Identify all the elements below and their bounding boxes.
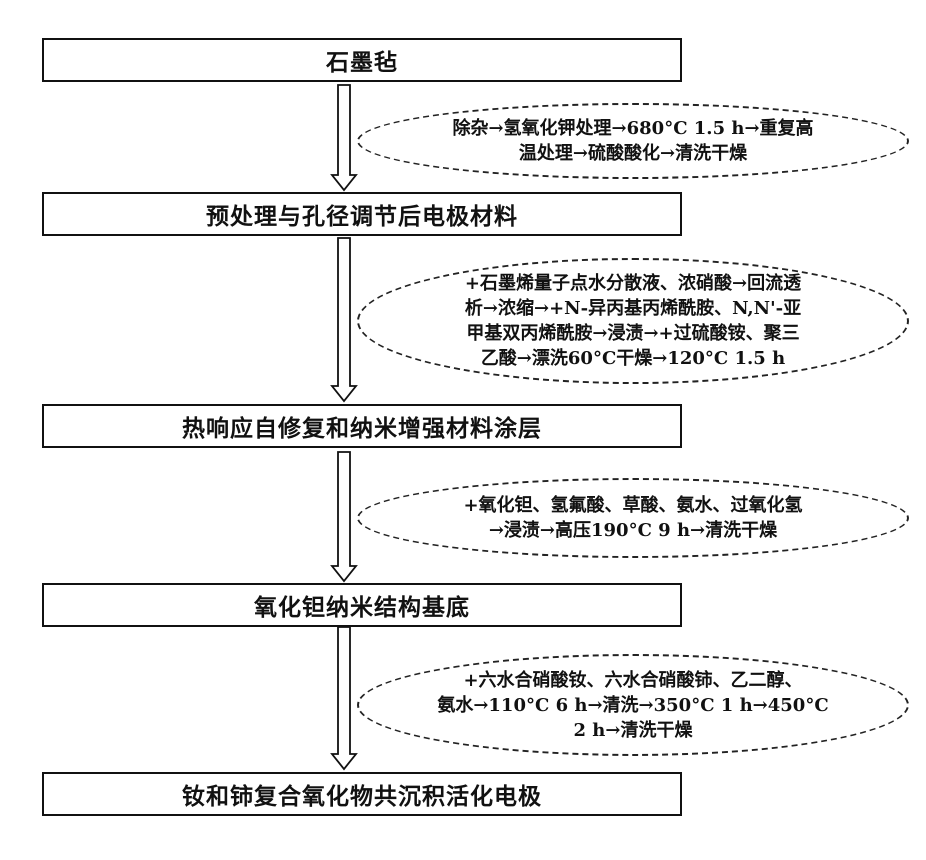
- process-oval-3: +氧化钽、氢氟酸、草酸、氨水、过氧化氢 →浸渍→高压190°C 9 h→清洗干燥: [357, 478, 909, 558]
- step-pretreated-electrode: 预处理与孔径调节后电极材料: [42, 192, 682, 236]
- process-line: 乙酸→漂洗60°C干燥→120°C 1.5 h: [481, 346, 785, 371]
- arrow-4: [332, 627, 356, 769]
- process-oval-2: +石墨烯量子点水分散液、浓硝酸→回流透 析→浓缩→+N-异丙基丙烯酰胺、N,N'…: [357, 258, 909, 384]
- process-line: +石墨烯量子点水分散液、浓硝酸→回流透: [465, 271, 801, 296]
- process-oval-4: +六水合硝酸钕、六水合硝酸铈、乙二醇、 氨水→110°C 6 h→清洗→350°…: [357, 654, 909, 756]
- process-line: 2 h→清洗干燥: [574, 718, 693, 743]
- process-line: 温处理→硫酸酸化→清洗干燥: [519, 141, 747, 166]
- arrow-1: [332, 85, 356, 190]
- arrow-3: [332, 452, 356, 581]
- step-activated-electrode: 钕和铈复合氧化物共沉积活化电极: [42, 772, 682, 816]
- process-line: →浸渍→高压190°C 9 h→清洗干燥: [489, 518, 777, 543]
- step-self-healing-coating: 热响应自修复和纳米增强材料涂层: [42, 404, 682, 448]
- step-tantalum-oxide-substrate: 氧化钽纳米结构基底: [42, 583, 682, 627]
- arrow-2: [332, 238, 356, 401]
- process-line: +氧化钽、氢氟酸、草酸、氨水、过氧化氢: [463, 493, 802, 518]
- process-line: 除杂→氢氧化钾处理→680°C 1.5 h→重复高: [452, 116, 813, 141]
- step-graphite-felt: 石墨毡: [42, 38, 682, 82]
- process-oval-1: 除杂→氢氧化钾处理→680°C 1.5 h→重复高 温处理→硫酸酸化→清洗干燥: [357, 103, 909, 179]
- process-line: 氨水→110°C 6 h→清洗→350°C 1 h→450°C: [437, 693, 828, 718]
- process-line: 析→浓缩→+N-异丙基丙烯酰胺、N,N'-亚: [465, 296, 801, 321]
- process-line: 甲基双丙烯酰胺→浸渍→+过硫酸铵、聚三: [466, 321, 799, 346]
- process-line: +六水合硝酸钕、六水合硝酸铈、乙二醇、: [463, 668, 802, 693]
